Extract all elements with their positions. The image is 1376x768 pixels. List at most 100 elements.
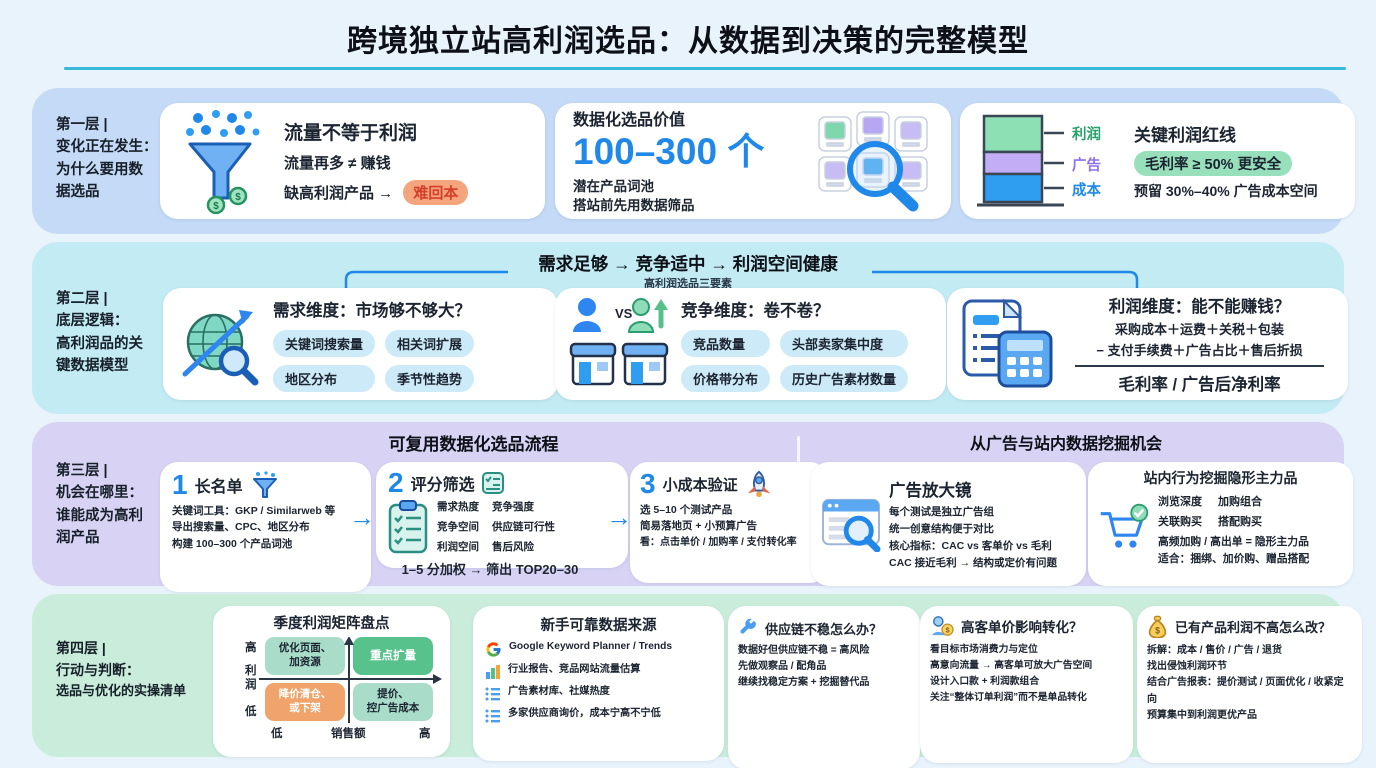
label-line: 第三层 | <box>56 463 108 479</box>
layer3-label: 第三层 | 机会在哪里： 谁能成为高利 润产品 <box>56 460 143 550</box>
bar-label-cost: 成本 <box>1072 183 1101 199</box>
quadrant-text: 降价清仓、 <box>278 688 332 701</box>
quadrant-text: 优化页面、 <box>278 642 332 655</box>
profit-result: 毛利率 / 广告后净利率 <box>1118 375 1281 394</box>
profit-card: 利润维度：能不能赚钱？ 采购成本＋运费＋关税＋包装 − 支付手续费＋广告占比＋售… <box>947 288 1348 400</box>
supply-title: 供应链不稳怎么办？ <box>765 621 883 637</box>
sources-title: 新手可靠数据来源 <box>540 618 657 634</box>
bar-chart-icon <box>486 665 500 679</box>
label-line: 选品与优化的实操清单 <box>56 683 187 699</box>
profit-formula-line2: − 支付手续费＋广告占比＋售后折损 <box>1096 342 1303 358</box>
layer1-label: 第一层 | 变化正在发生： 为什么要用数 据选品 <box>56 114 158 204</box>
layer4-section: 第四层 | 行动与判断： 选品与优化的实操清单 季度利润矩阵盘点 高 利润 低 … <box>32 594 1362 768</box>
step1-number: 1 <box>172 469 188 500</box>
demand-card: 需求维度：市场够不够大？ 关键词搜索量 相关词扩展 地区分布 季节性趋势 <box>163 288 558 400</box>
label-line: 底层逻辑： <box>56 313 129 330</box>
funnel-icon: $ $ <box>186 110 260 214</box>
demand-title: 需求维度：市场够不够大？ <box>273 301 471 320</box>
layer1-section: 第一层 | 变化正在发生： 为什么要用数 据选品 $ $ 流量不等于利润 流量再… <box>32 88 1355 234</box>
x-low-label: 低 <box>271 728 283 740</box>
traffic-line2: 缺高利润产品 → 难回本 <box>284 179 469 205</box>
step2-footer: 1–5 分加权 → 筛出 TOP20–30 <box>401 562 579 577</box>
source-item: 多家供应商询价，成本宁高不宁低 <box>508 708 661 719</box>
clipboard-icon <box>388 499 428 553</box>
source-item: Google Keyword Planner / Trends <box>509 641 673 652</box>
profit-matrix-card: 季度利润矩阵盘点 高 利润 低 优化页面、 加资源 重点扩量 降价清仓、 或下架… <box>213 606 450 757</box>
quadrant-text: 或下架 <box>289 702 321 714</box>
margin-safe-badge: 毛利率 ≥ 50% 更安全 <box>1134 151 1293 176</box>
improve-line: 拆解：成本 / 售价 / 广告 / 退货 <box>1147 645 1283 656</box>
layer4-label: 第四层 | 行动与判断： 选品与优化的实操清单 <box>56 638 186 702</box>
step3-line: 看：点击单价 / 加购率 / 支付转化率 <box>640 536 797 548</box>
value-line2: 搭站前先用数据筛品 <box>573 198 695 214</box>
behavior-metric: 搭配购买 <box>1218 516 1262 528</box>
behavior-metric: 加购组合 <box>1218 496 1262 508</box>
matrix-axes <box>259 637 442 723</box>
product-grid-magnifier-icon <box>818 111 928 212</box>
browser-magnifier-icon <box>822 498 881 552</box>
label-line: 第一层 | <box>56 117 108 133</box>
ad-card-line: 每个测试是独立广告组 <box>889 505 994 518</box>
label-line: 机会在哪里： <box>56 485 143 502</box>
step3-title: 小成本验证 <box>662 476 738 494</box>
tag: 关键词搜索量 <box>273 329 376 357</box>
step-arrow: → <box>606 502 632 532</box>
step3-line: 选 5–10 个测试产品 <box>640 504 733 516</box>
supply-line: 先做观察品 / 配角品 <box>738 661 827 673</box>
aov-title: 高客单价影响转化？ <box>961 620 1083 635</box>
customer-coin-icon: $ <box>931 616 954 636</box>
step2-number: 2 <box>388 467 404 498</box>
sellers-vs-icon: VS <box>567 296 673 392</box>
globe-trend-magnifier-icon <box>182 310 259 386</box>
matrix-title: 季度利润矩阵盘点 <box>273 616 390 632</box>
step3-line: 简易落地页 + 小预算广告 <box>640 520 757 533</box>
bar-label-profit: 利润 <box>1072 127 1101 143</box>
score-item: 供应链可行性 <box>492 521 555 533</box>
behavior-metric: 关联购买 <box>1158 516 1202 528</box>
list-icon <box>485 709 500 723</box>
quadrant-raise-price: 提价、 控广告成本 <box>353 683 433 721</box>
supply-line: 继续找稳定方案 + 挖掘替代品 <box>738 677 870 689</box>
label-line: 为什么要用数 <box>56 161 143 178</box>
profit-matrix: 高 利润 低 优化页面、 加资源 重点扩量 降价清仓、 或下架 提价、 控广告成… <box>243 637 443 741</box>
profit-formula-line1: 采购成本＋运费＋关税＋包装 <box>1114 322 1284 338</box>
quadrant-optimize: 优化页面、 加资源 <box>265 637 345 675</box>
data-sources-card: 新手可靠数据来源 Google Keyword Planner / Trends… <box>473 606 724 761</box>
quadrant-text: 控广告成本 <box>366 702 420 714</box>
traffic-card: $ $ 流量不等于利润 流量再多 ≠ 赚钱 缺高利润产品 → 难回本 <box>160 103 545 219</box>
step1-line: 构建 100–300 个产品词池 <box>172 537 293 550</box>
score-item: 售后风险 <box>492 541 534 553</box>
improve-title: 已有产品利润不高怎么改？ <box>1175 620 1332 635</box>
mini-funnel-icon <box>252 471 277 498</box>
quadrant-text: 提价、 <box>377 688 409 701</box>
svg-text:VS: VS <box>615 306 633 321</box>
ad-card-line: CAC 接近毛利 → 结构或定价有问题 <box>889 556 1057 569</box>
quadrant-text: 加资源 <box>289 656 321 668</box>
score-items: 需求热度 竞争强度 竞争空间 供应链可行性 利润空间 售后风险 <box>437 499 555 554</box>
label-line: 键数据模型 <box>56 358 129 375</box>
mini-checklist-icon <box>481 472 504 494</box>
rocket-icon <box>747 470 770 498</box>
label-line: 第二层 | <box>56 291 108 307</box>
ad-card-title: 广告放大镜 <box>889 481 972 500</box>
tag: 相关词扩展 <box>385 329 475 357</box>
aov-line: 看目标市场消费力与定位 <box>930 644 1038 655</box>
label-line: 高利润品的关 <box>56 335 143 352</box>
competition-title: 竞争维度：卷不卷？ <box>681 301 830 320</box>
tag: 头部卖家集中度 <box>780 329 909 357</box>
page-title: 跨境独立站高利润选品：从数据到决策的完整模型 <box>347 25 1029 58</box>
score-item: 竞争空间 <box>437 521 479 533</box>
stacked-cost-bar-icon: 利润 广告 成本 <box>976 111 1120 211</box>
score-item: 竞争强度 <box>492 501 534 513</box>
y-axis-label: 利润 <box>245 665 257 691</box>
quadrant-scale-up: 重点扩量 <box>353 637 433 675</box>
ad-magnifier-card: 广告放大镜 每个测试是独立广告组 统一创意结构便于对比 核心指标：CAC vs … <box>811 462 1086 586</box>
wrench-icon <box>740 618 756 634</box>
aov-card: $ 高客单价影响转化？ 看目标市场消费力与定位 高意向流量 → 高客单可放大广告… <box>920 606 1133 763</box>
competition-card: VS <box>555 288 946 400</box>
aov-line: 设计入口款 + 利润款组合 <box>930 675 1040 687</box>
label-line: 据选品 <box>56 184 100 201</box>
behavior-metric: 浏览深度 <box>1158 496 1202 508</box>
supply-chain-card: 供应链不稳怎么办？ 数据好但供应链不稳 = 高风险 先做观察品 / 配角品 继续… <box>728 606 920 768</box>
